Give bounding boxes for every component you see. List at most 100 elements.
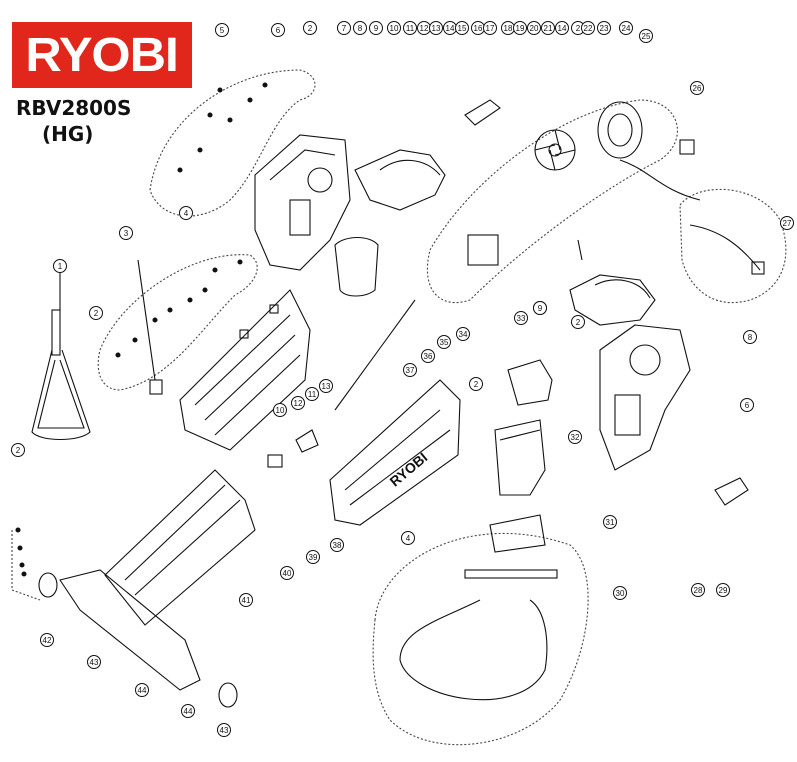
group-outlines [11, 69, 787, 746]
callout-14: 14 [555, 21, 569, 35]
callout-label: 15 [458, 24, 467, 33]
callout-label: 2 [16, 446, 21, 455]
callout-label: 23 [600, 24, 609, 33]
part-22-screw [577, 239, 583, 261]
part-21-fan [534, 129, 576, 171]
part-12-clip [295, 429, 319, 453]
callout-label: 33 [517, 314, 526, 323]
callout-23: 23 [597, 21, 611, 35]
callout-label: 17 [486, 24, 495, 33]
callout-43: 43 [87, 655, 101, 669]
callout-24: 24 [619, 21, 633, 35]
callout-circle [291, 396, 305, 410]
bag-outline [372, 532, 589, 746]
callout-circle [337, 21, 351, 35]
callout-label: 6 [276, 26, 281, 35]
part-42-tube [104, 469, 256, 626]
callout-label: 28 [694, 586, 703, 595]
callout-circle [555, 21, 569, 35]
callout-circle [691, 583, 705, 597]
ryobi-logo: RYOBI [12, 22, 192, 88]
callout-circle [513, 21, 527, 35]
callout-2: 2 [303, 21, 317, 35]
callout-label: 20 [530, 24, 539, 33]
callout-circle [89, 306, 103, 320]
callout-circle [306, 550, 320, 564]
callout-6: 6 [740, 398, 754, 412]
callout-label: 1 [58, 262, 63, 271]
callout-label: 2 [474, 380, 479, 389]
callout-19: 19 [513, 21, 527, 35]
callout-circle [369, 21, 383, 35]
callout-circle [571, 315, 585, 329]
callout-circle [179, 206, 193, 220]
callout-circle [387, 21, 401, 35]
part-29-knob [714, 477, 749, 506]
callout-label: 9 [538, 304, 543, 313]
callout-label: 6 [745, 401, 750, 410]
callout-circle [597, 21, 611, 35]
callout-circle [716, 583, 730, 597]
screw-set-outline-top [149, 69, 316, 217]
part-8-switch-upper [354, 149, 446, 211]
callout-36: 36 [421, 349, 435, 363]
callout-label: 7 [342, 24, 347, 33]
callout-27: 27 [780, 216, 794, 230]
part-26-connector [619, 139, 701, 201]
callout-37: 37 [403, 363, 417, 377]
screw-set-outline-mid [97, 254, 258, 391]
left-screws-outline [11, 530, 41, 601]
callout-6: 6 [271, 23, 285, 37]
callout-39: 39 [306, 550, 320, 564]
callout-label: 5 [220, 26, 225, 35]
callout-label: 34 [459, 330, 468, 339]
callout-25: 25 [639, 29, 653, 43]
callout-circle [533, 301, 547, 315]
callout-circle [181, 704, 195, 718]
part-1-hanger [31, 270, 91, 440]
callout-38: 38 [330, 538, 344, 552]
callout-label: 12 [420, 24, 429, 33]
callout-label: 24 [622, 24, 631, 33]
callout-10: 10 [273, 403, 287, 417]
part-2-screws [15, 82, 268, 577]
callout-8: 8 [743, 330, 757, 344]
callout-circle [639, 29, 653, 43]
callout-circle [401, 531, 415, 545]
callout-circle [40, 633, 54, 647]
callout-label: 27 [783, 219, 792, 228]
callout-15: 15 [455, 21, 469, 35]
callout-35: 35 [437, 335, 451, 349]
callout-label: 18 [504, 24, 513, 33]
callout-label: 32 [571, 433, 580, 442]
callout-circle [690, 81, 704, 95]
callout-label: 14 [558, 24, 567, 33]
part-6-housing-lower [599, 324, 691, 471]
callout-20: 20 [527, 21, 541, 35]
callout-label: 38 [333, 541, 342, 550]
callout-label: 36 [424, 352, 433, 361]
part-17-lever [464, 99, 501, 126]
callout-4: 4 [401, 531, 415, 545]
callout-16: 16 [471, 21, 485, 35]
callout-label: 44 [138, 686, 147, 695]
part-32-chute [494, 419, 546, 496]
callout-21: 21 [541, 21, 555, 35]
part-4-housing-right: RYOBI [329, 379, 461, 526]
part-44-frame [59, 569, 201, 691]
callout-4: 4 [179, 206, 193, 220]
callout-label: 2 [576, 24, 581, 33]
callout-circle [455, 21, 469, 35]
callout-label: 44 [184, 707, 193, 716]
callout-8: 8 [353, 21, 367, 35]
part-8-switch-lower [569, 274, 656, 326]
callout-label: 2 [308, 24, 313, 33]
callout-label: 4 [406, 534, 411, 543]
callout-32: 32 [568, 430, 582, 444]
callout-circle [429, 21, 443, 35]
callout-circle [53, 259, 67, 273]
callout-17: 17 [483, 21, 497, 35]
part-43-wheel-left [38, 572, 58, 598]
callout-2: 2 [89, 306, 103, 320]
callout-11: 11 [403, 21, 417, 35]
